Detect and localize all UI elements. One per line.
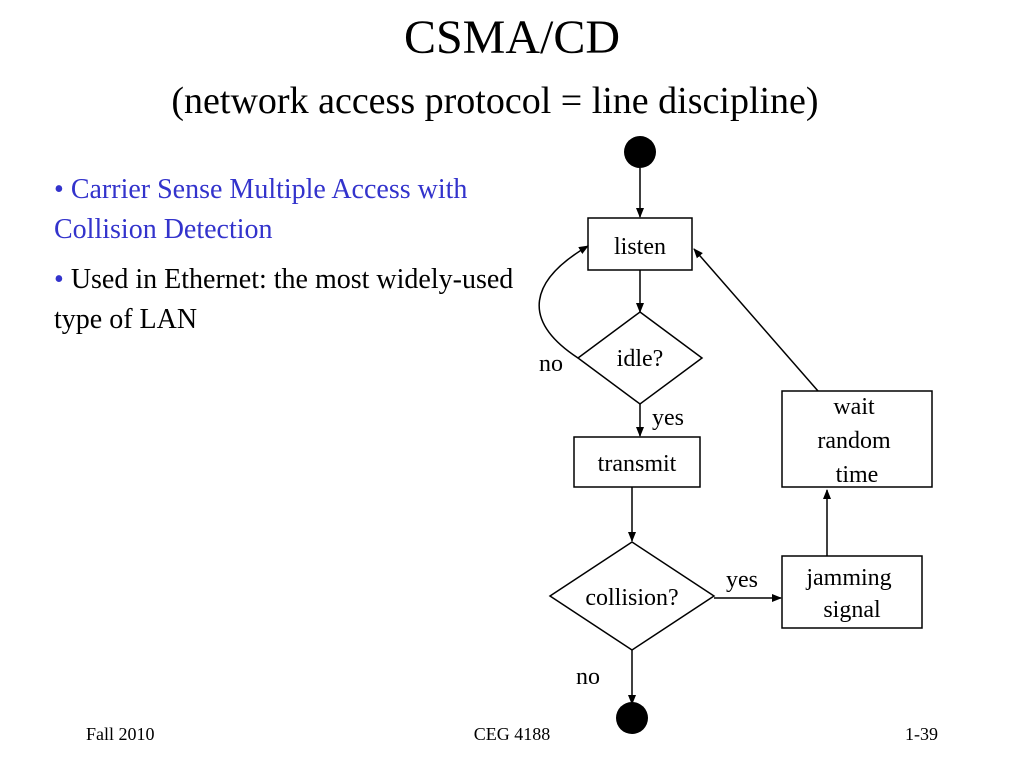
bullet-marker: •	[54, 264, 64, 295]
collision-yes-label: yes	[726, 567, 758, 593]
footer-page-number: 1-39	[905, 724, 938, 744]
jamming-box	[781, 555, 923, 629]
bullet-item-ethernet: • Used in Ethernet: the most widely-used…	[54, 260, 514, 340]
idle-label: idle?	[617, 346, 664, 372]
listen-label: listen	[614, 234, 666, 260]
transmit-label: transmit	[598, 451, 677, 477]
idle-yes-label: yes	[652, 405, 684, 431]
slide-subtitle: (network access protocol = line discipli…	[171, 80, 819, 122]
listen-box	[587, 217, 693, 271]
jamming-label-line1: jamming	[805, 565, 891, 591]
jamming-label: jamming signal	[805, 565, 897, 623]
transmit-box	[573, 436, 701, 488]
arrow-wait-to-listen	[693, 248, 819, 392]
arrow-idle-no-to-listen	[538, 245, 589, 359]
bullet-list: • Carrier Sense Multiple Access with Col…	[54, 170, 514, 350]
wait-label: wait random time	[817, 394, 896, 488]
wait-box	[781, 390, 933, 488]
slide-title: CSMA/CD	[403, 11, 621, 64]
wait-label-line2: random	[817, 428, 891, 454]
collision-no-label: no	[576, 664, 600, 690]
jamming-label-line2: signal	[823, 597, 881, 623]
wait-label-line3: time	[836, 462, 879, 488]
footer-course: CEG 4188	[473, 724, 551, 744]
end-node	[616, 702, 648, 734]
start-node	[624, 136, 656, 168]
bullet-item-csma: • Carrier Sense Multiple Access with Col…	[54, 170, 514, 250]
bullet-text: Carrier Sense Multiple Access with Colli…	[54, 174, 468, 245]
idle-no-label: no	[539, 351, 563, 377]
wait-label-line1: wait	[833, 394, 875, 420]
collision-label: collision?	[585, 585, 678, 611]
bullet-marker: •	[54, 174, 64, 205]
bullet-text: Used in Ethernet: the most widely-used t…	[54, 264, 514, 335]
footer-date: Fall 2010	[86, 724, 155, 744]
